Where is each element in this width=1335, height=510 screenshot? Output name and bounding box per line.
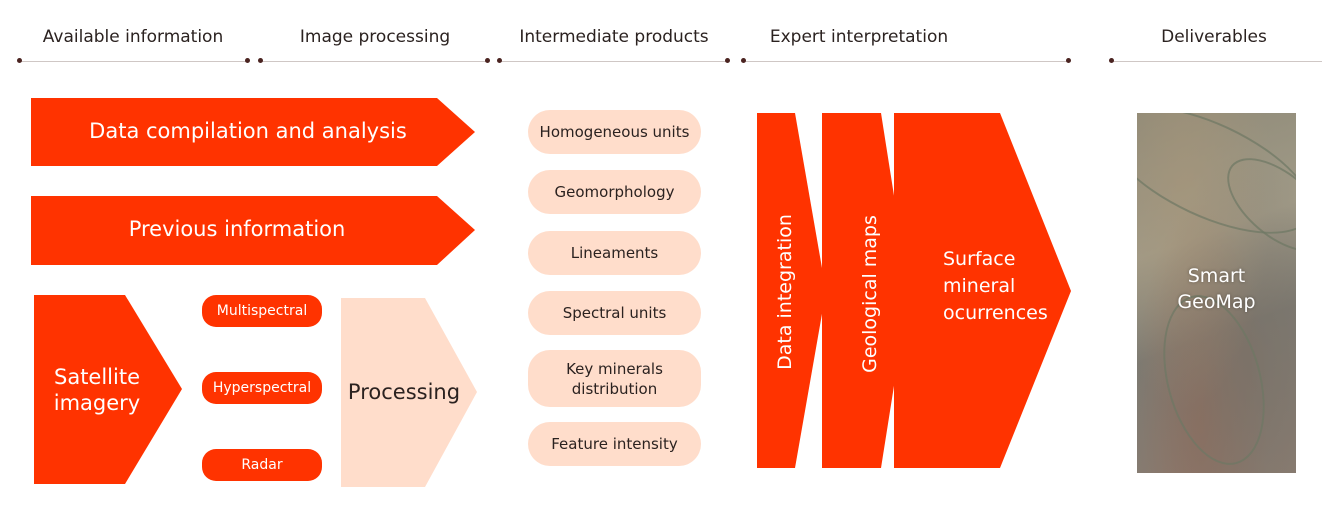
header-dot	[485, 58, 490, 63]
satellite-imagery-label: Satellite imagery	[54, 364, 140, 416]
header-rule-3	[500, 61, 728, 62]
data-integration-label: Data integration	[774, 214, 796, 370]
product-feature-intensity: Feature intensity	[528, 422, 701, 466]
header-expert-interpretation: Expert interpretation	[769, 27, 949, 47]
header-dot	[1066, 58, 1071, 63]
surface-mineral-label: Surface mineral ocurrences	[943, 246, 1048, 327]
data-integration-chevron	[757, 113, 826, 468]
previous-information-label: Previous information	[128, 217, 346, 241]
header-intermediate-products: Intermediate products	[519, 27, 709, 47]
header-available-information: Available information	[42, 27, 224, 47]
sensor-multispectral: Multispectral	[202, 295, 322, 327]
smart-geomap-image: Smart GeoMap	[1137, 113, 1296, 473]
header-dot	[245, 58, 250, 63]
header-image-processing: Image processing	[299, 27, 451, 47]
data-compilation-arrow	[31, 98, 475, 166]
data-compilation-label: Data compilation and analysis	[89, 119, 407, 143]
product-key-minerals-distribution: Key minerals distribution	[528, 350, 701, 407]
satellite-imagery-arrow	[34, 295, 182, 484]
smart-geomap-line-2: GeoMap	[1177, 291, 1256, 313]
header-deliverables: Deliverables	[1161, 27, 1267, 47]
surface-mineral-line-1: Surface	[943, 248, 1016, 270]
smart-geomap-caption: Smart GeoMap	[1137, 263, 1296, 315]
header-dot	[258, 58, 263, 63]
product-homogeneous-units: Homogeneous units	[528, 110, 701, 154]
header-rule-2	[260, 61, 488, 62]
product-spectral-units: Spectral units	[528, 291, 701, 335]
header-dot	[741, 58, 746, 63]
surface-mineral-line-2: mineral	[943, 275, 1016, 297]
sensor-radar: Radar	[202, 449, 322, 481]
surface-mineral-line-3: ocurrences	[943, 302, 1048, 324]
header-rule-5	[1112, 61, 1322, 62]
surface-mineral-chevron	[894, 113, 1071, 468]
geological-maps-chevron	[822, 113, 909, 468]
header-rule-4	[743, 61, 1069, 62]
processing-arrow	[341, 298, 477, 487]
header-dot	[497, 58, 502, 63]
processing-label: Processing	[347, 380, 461, 404]
key-minerals-text: Key minerals distribution	[566, 359, 663, 398]
geological-maps-label: Geological maps	[859, 215, 881, 373]
previous-information-arrow	[31, 196, 475, 265]
header-dot	[725, 58, 730, 63]
satellite-imagery-line-1: Satellite	[53, 365, 141, 389]
header-rule-1	[20, 61, 248, 62]
product-geomorphology: Geomorphology	[528, 170, 701, 214]
product-lineaments: Lineaments	[528, 231, 701, 275]
satellite-imagery-line-2: imagery	[53, 391, 141, 415]
header-dot	[17, 58, 22, 63]
header-dot	[1109, 58, 1114, 63]
smart-geomap-line-1: Smart	[1187, 265, 1246, 287]
sensor-hyperspectral: Hyperspectral	[202, 372, 322, 404]
